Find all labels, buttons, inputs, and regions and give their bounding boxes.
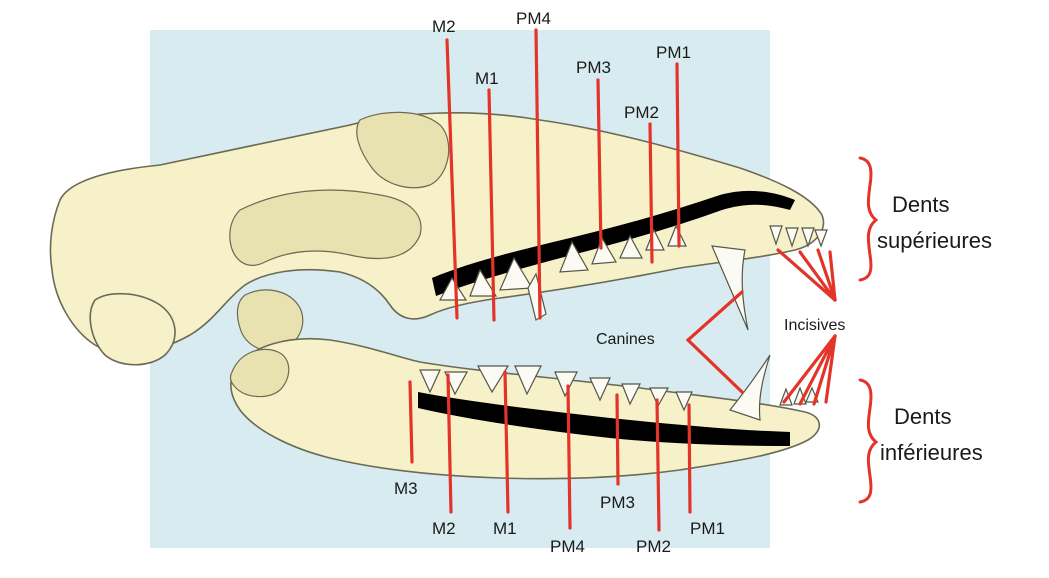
pointer-lower-m3 — [410, 382, 412, 462]
label-upper-pm4: PM4 — [516, 9, 551, 28]
pointer-upper-pm2 — [650, 124, 652, 262]
label-upper-m2: M2 — [432, 17, 456, 36]
upper-group-label: Dents supérieures — [877, 192, 992, 253]
lower-group-line1: Dents — [894, 404, 951, 429]
lower-group-label: Dents inférieures — [880, 404, 983, 465]
pointer-lower-pm1 — [689, 405, 690, 512]
lower-bracket — [860, 380, 876, 502]
label-upper-pm2: PM2 — [624, 103, 659, 122]
upper-group-line2: supérieures — [877, 228, 992, 253]
label-lower-m2: M2 — [432, 519, 456, 538]
label-upper-pm1: PM1 — [656, 43, 691, 62]
label-lower-pm4: PM4 — [550, 537, 585, 556]
label-lower-m1: M1 — [493, 519, 517, 538]
label-upper-m1: M1 — [475, 69, 499, 88]
label-lower-pm3: PM3 — [600, 493, 635, 512]
upper-bracket — [860, 158, 876, 280]
upper-group-line1: Dents — [892, 192, 949, 217]
pointer-lower-pm2 — [657, 400, 659, 530]
pointer-lower-pm3 — [617, 395, 618, 484]
label-incisives: Incisives — [784, 317, 845, 334]
label-lower-pm2: PM2 — [636, 537, 671, 556]
label-lower-m3: M3 — [394, 479, 418, 498]
pointer-upper-pm1 — [677, 64, 679, 246]
label-upper-pm3: PM3 — [576, 58, 611, 77]
label-lower-pm1: PM1 — [690, 519, 725, 538]
pointer-lower-pm4 — [568, 386, 570, 528]
lower-group-line2: inférieures — [880, 440, 983, 465]
label-canines: Canines — [596, 331, 655, 348]
